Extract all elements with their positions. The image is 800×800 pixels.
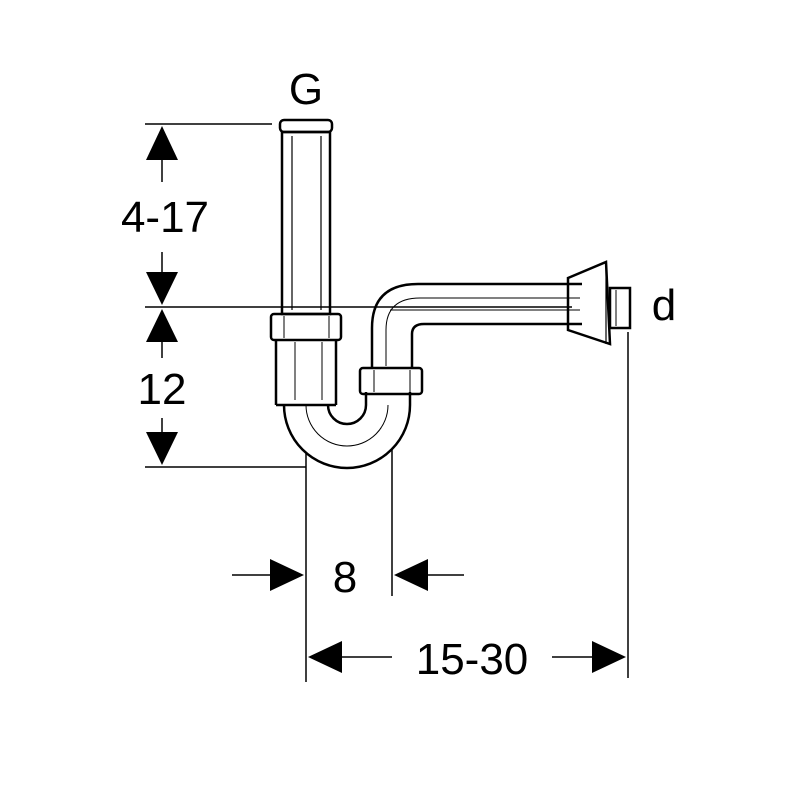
dimension-lines <box>145 123 629 682</box>
dimension-8 <box>232 559 464 591</box>
trap-left-leg <box>274 340 338 407</box>
outlet-elbow <box>370 282 582 345</box>
dimension-label-12: 12 <box>138 365 187 414</box>
arrow-up-icon <box>146 309 178 342</box>
inlet-tube <box>278 118 334 316</box>
arrow-down-icon <box>146 272 178 305</box>
arrow-right-icon <box>592 641 626 673</box>
inlet-label: G <box>289 65 323 114</box>
arrow-down-icon <box>146 432 178 465</box>
outlet-label: d <box>652 281 676 330</box>
dimension-label-4-17: 4-17 <box>121 193 209 242</box>
trap-u-bend <box>282 404 412 470</box>
arrow-left-icon <box>308 641 342 673</box>
dimension-label-15-30: 15-30 <box>416 635 529 684</box>
arrow-right-icon <box>270 559 304 591</box>
inlet-nut <box>269 312 343 342</box>
arrow-up-icon <box>146 126 178 160</box>
dimension-4-17 <box>146 126 178 305</box>
dimension-12 <box>146 309 178 465</box>
trap-right-leg <box>358 345 424 405</box>
wall-rosette <box>566 260 632 346</box>
dimension-labels: G d 4-17 12 8 15-30 <box>121 65 676 684</box>
dimension-15-30 <box>308 641 626 673</box>
arrow-left-icon <box>394 559 428 591</box>
dimension-label-8: 8 <box>333 553 357 602</box>
bottle-trap-drawing <box>269 118 632 470</box>
